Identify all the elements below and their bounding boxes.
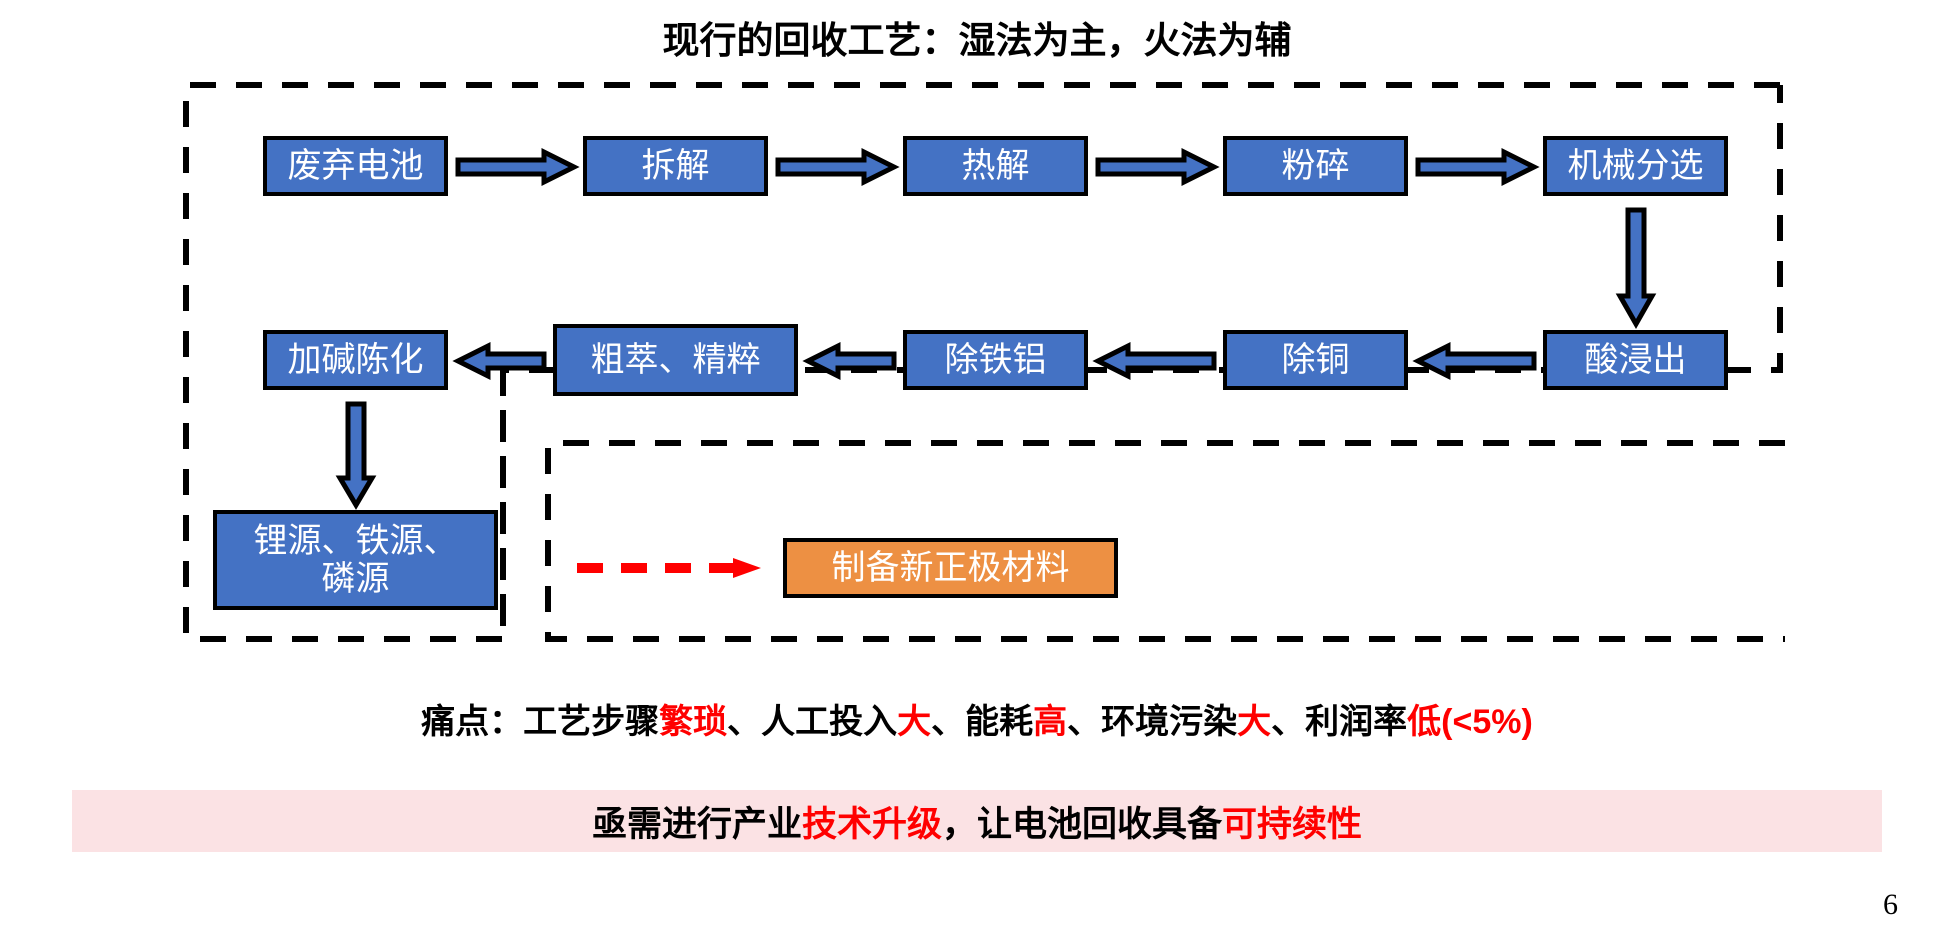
arrow-dashed-red-to-new-cathode bbox=[575, 555, 775, 581]
page-title: 现行的回收工艺：湿法为主，火法为辅 bbox=[662, 20, 1292, 61]
banner-seg-3: 可持续性 bbox=[1222, 804, 1363, 844]
pain-points-seg-1: 、人工投入 bbox=[727, 703, 898, 741]
pain-points-seg-0: 繁琐 bbox=[659, 703, 728, 741]
pain-points-seg-8: 低(<5%) bbox=[1407, 703, 1533, 741]
arrow-right-crushing-to-sorting bbox=[1415, 147, 1540, 187]
arrow-left-copper-removal-to-iron-removal bbox=[1092, 341, 1217, 381]
page-number: 6 bbox=[1883, 888, 1898, 921]
arrow-left-extraction-to-alkali-aging bbox=[452, 341, 547, 381]
process-box-pyrolysis[interactable]: 热解 bbox=[903, 136, 1088, 196]
reuse-boundary-frame bbox=[545, 440, 1785, 642]
pain-points-seg-5: 、环境污染 bbox=[1067, 703, 1238, 741]
process-box-copper-removal[interactable]: 除铜 bbox=[1223, 330, 1408, 390]
pain-points-seg-7: 、利润率 bbox=[1271, 703, 1408, 741]
pain-points-line: 痛点：工艺步骤繁琐、人工投入大、能耗高、环境污染大、利润率低(<5%) bbox=[0, 694, 1954, 743]
process-box-extraction-refining[interactable]: 粗萃、精粹 bbox=[553, 324, 798, 396]
arrow-right-waste-to-disassembly bbox=[455, 147, 580, 187]
pain-points-seg-2: 大 bbox=[897, 703, 932, 741]
process-box-resources-output[interactable]: 锂源、铁源、 磷源 bbox=[213, 510, 498, 610]
arrow-left-iron-removal-to-extraction bbox=[802, 341, 897, 381]
process-box-crushing[interactable]: 粉碎 bbox=[1223, 136, 1408, 196]
arrow-right-pyrolysis-to-crushing bbox=[1095, 147, 1220, 187]
process-box-alkali-aging[interactable]: 加碱陈化 bbox=[263, 330, 448, 390]
arrow-right-disassembly-to-pyrolysis bbox=[775, 147, 900, 187]
process-box-waste-battery[interactable]: 废弃电池 bbox=[263, 136, 448, 196]
pain-points-seg-3: 、能耗 bbox=[931, 703, 1034, 741]
arrow-down-alkali-aging-to-resources bbox=[335, 401, 377, 510]
process-box-acid-leaching[interactable]: 酸浸出 bbox=[1543, 330, 1728, 390]
banner-seg-1: 技术升级 bbox=[801, 804, 942, 844]
process-boundary-frame bbox=[183, 82, 1783, 642]
pain-points-prefix: 痛点：工艺步骤 bbox=[421, 703, 660, 741]
process-box-disassembly[interactable]: 拆解 bbox=[583, 136, 768, 196]
pain-points-seg-4: 高 bbox=[1033, 703, 1068, 741]
process-box-new-cathode-material[interactable]: 制备新正极材料 bbox=[783, 538, 1118, 598]
process-box-mechanical-sorting[interactable]: 机械分选 bbox=[1543, 136, 1728, 196]
conclusion-banner: 亟需进行产业技术升级，让电池回收具备可持续性 bbox=[72, 790, 1882, 852]
arrow-down-sorting-to-acid-leaching bbox=[1615, 207, 1657, 330]
arrow-left-acid-leaching-to-copper-removal bbox=[1412, 341, 1537, 381]
banner-seg-0: 亟需进行产业 bbox=[591, 804, 802, 844]
banner-seg-2: ，让电池回收具备 bbox=[942, 804, 1223, 844]
pain-points-seg-6: 大 bbox=[1237, 703, 1272, 741]
process-box-iron-aluminium-removal[interactable]: 除铁铝 bbox=[903, 330, 1088, 390]
